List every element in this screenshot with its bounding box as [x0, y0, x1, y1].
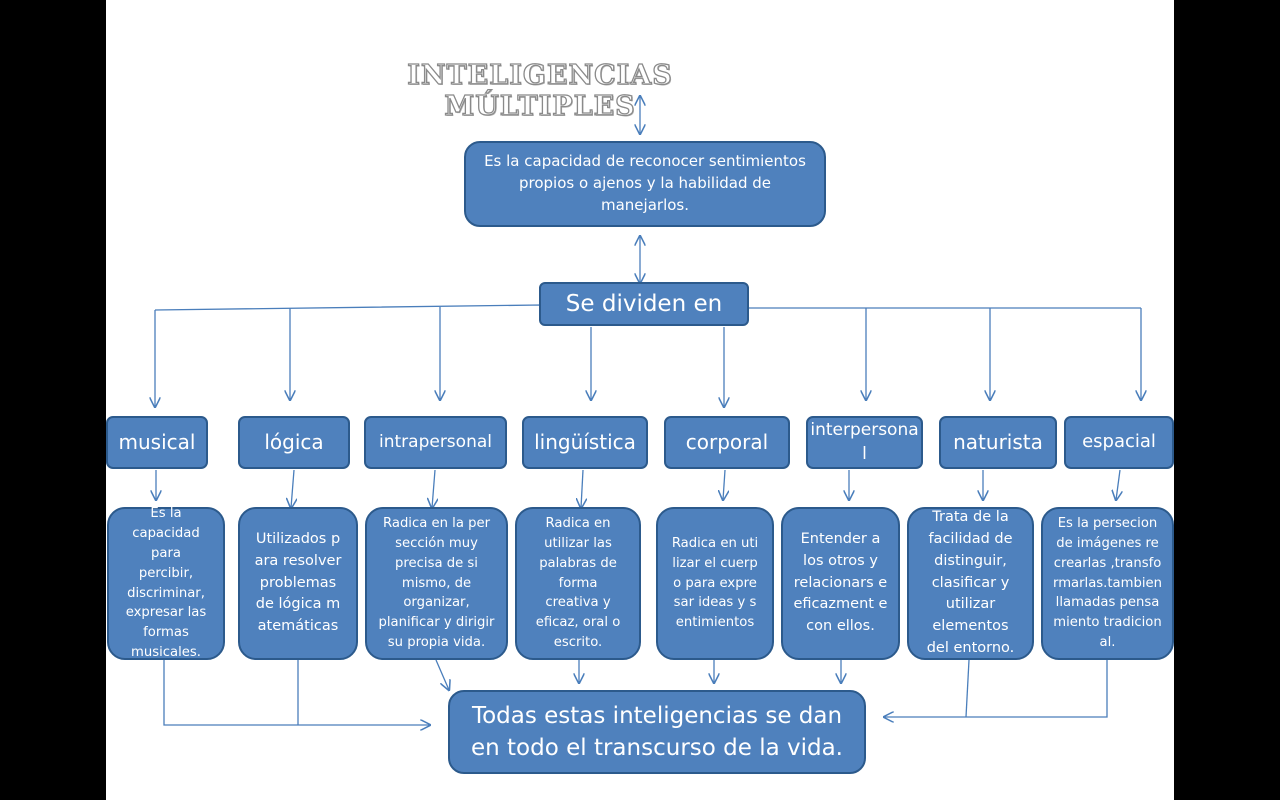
description-corporal-text: Radica en utilizar el cuerpo para expres… — [671, 536, 759, 631]
description-naturista: Trata de la facilidad de distinguir, cla… — [907, 507, 1034, 660]
description-interpersonal-text: Entender a los otros y relacionars e efi… — [793, 531, 888, 635]
arrow-intrapersonal-conclusion — [435, 659, 449, 690]
description-linguistica: Radica en utilizar las palabras de forma… — [515, 507, 641, 660]
description-corporal: Radica en utilizar el cuerpo para expres… — [656, 507, 774, 660]
definition-text: Es la capacidad de reconocer sentimiento… — [484, 152, 806, 214]
definition-box: Es la capacidad de reconocer sentimiento… — [464, 141, 826, 227]
arrow-cat-desc-intrapersonal — [432, 469, 435, 508]
arrow-cat-desc-espacial — [1116, 469, 1120, 500]
conclusion-box: Todas estas inteligencias se dan en todo… — [448, 690, 866, 774]
category-logica: lógica — [238, 416, 350, 469]
description-linguistica-text: Radica en utilizar las palabras de forma… — [535, 516, 621, 650]
category-logica-label: lógica — [264, 430, 324, 454]
arrow-cat-desc-corporal — [723, 469, 725, 500]
diagram-title: INTELIGENCIAS MÚLTIPLES — [407, 59, 673, 122]
description-musical-text: Es la capacidad para percibir, discrimin… — [125, 506, 207, 660]
category-naturista-label: naturista — [953, 430, 1043, 454]
category-intrapersonal-label: intrapersonal — [379, 431, 492, 452]
category-corporal-label: corporal — [685, 430, 769, 454]
category-musical: musical — [106, 416, 208, 469]
category-linguistica: lingüística — [522, 416, 648, 469]
description-logica: Utilizados para resolver problemas de ló… — [238, 507, 358, 660]
connector-musical-conclusion — [163, 660, 430, 725]
category-corporal: corporal — [664, 416, 790, 469]
category-interpersonal: interpersonal — [806, 416, 923, 469]
category-intrapersonal: intrapersonal — [364, 416, 507, 469]
category-espacial-label: espacial — [1082, 431, 1156, 453]
connector-espacial-conclusion — [884, 660, 1108, 717]
divider-box: Se dividen en — [539, 282, 749, 326]
description-intrapersonal-text: Radica en la per sección muy precisa de … — [378, 516, 495, 650]
description-logica-text: Utilizados para resolver problemas de ló… — [254, 531, 342, 635]
arrow-cat-desc-linguistica — [581, 469, 583, 508]
description-musical: Es la capacidad para percibir, discrimin… — [107, 506, 225, 660]
divider-text: Se dividen en — [565, 290, 723, 317]
category-musical-label: musical — [118, 430, 196, 454]
connector-naturista-conclusion — [965, 659, 970, 718]
category-naturista: naturista — [939, 416, 1057, 469]
arrow-cat-desc-logica — [291, 469, 294, 508]
conclusion-text: Todas estas inteligencias se dan en todo… — [471, 702, 843, 761]
description-naturista-text: Trata de la facilidad de distinguir, cla… — [926, 509, 1015, 656]
category-interpersonal-label: interpersonal — [810, 419, 919, 464]
description-interpersonal: Entender a los otros y relacionars e efi… — [781, 507, 900, 660]
description-espacial-text: Es la persecion de imágenes recrearlas ,… — [1053, 516, 1162, 650]
category-espacial: espacial — [1064, 416, 1174, 469]
category-linguistica-label: lingüística — [534, 430, 636, 454]
description-intrapersonal: Radica en la per sección muy precisa de … — [365, 507, 508, 660]
description-espacial: Es la persecion de imágenes recrearlas ,… — [1041, 507, 1174, 660]
